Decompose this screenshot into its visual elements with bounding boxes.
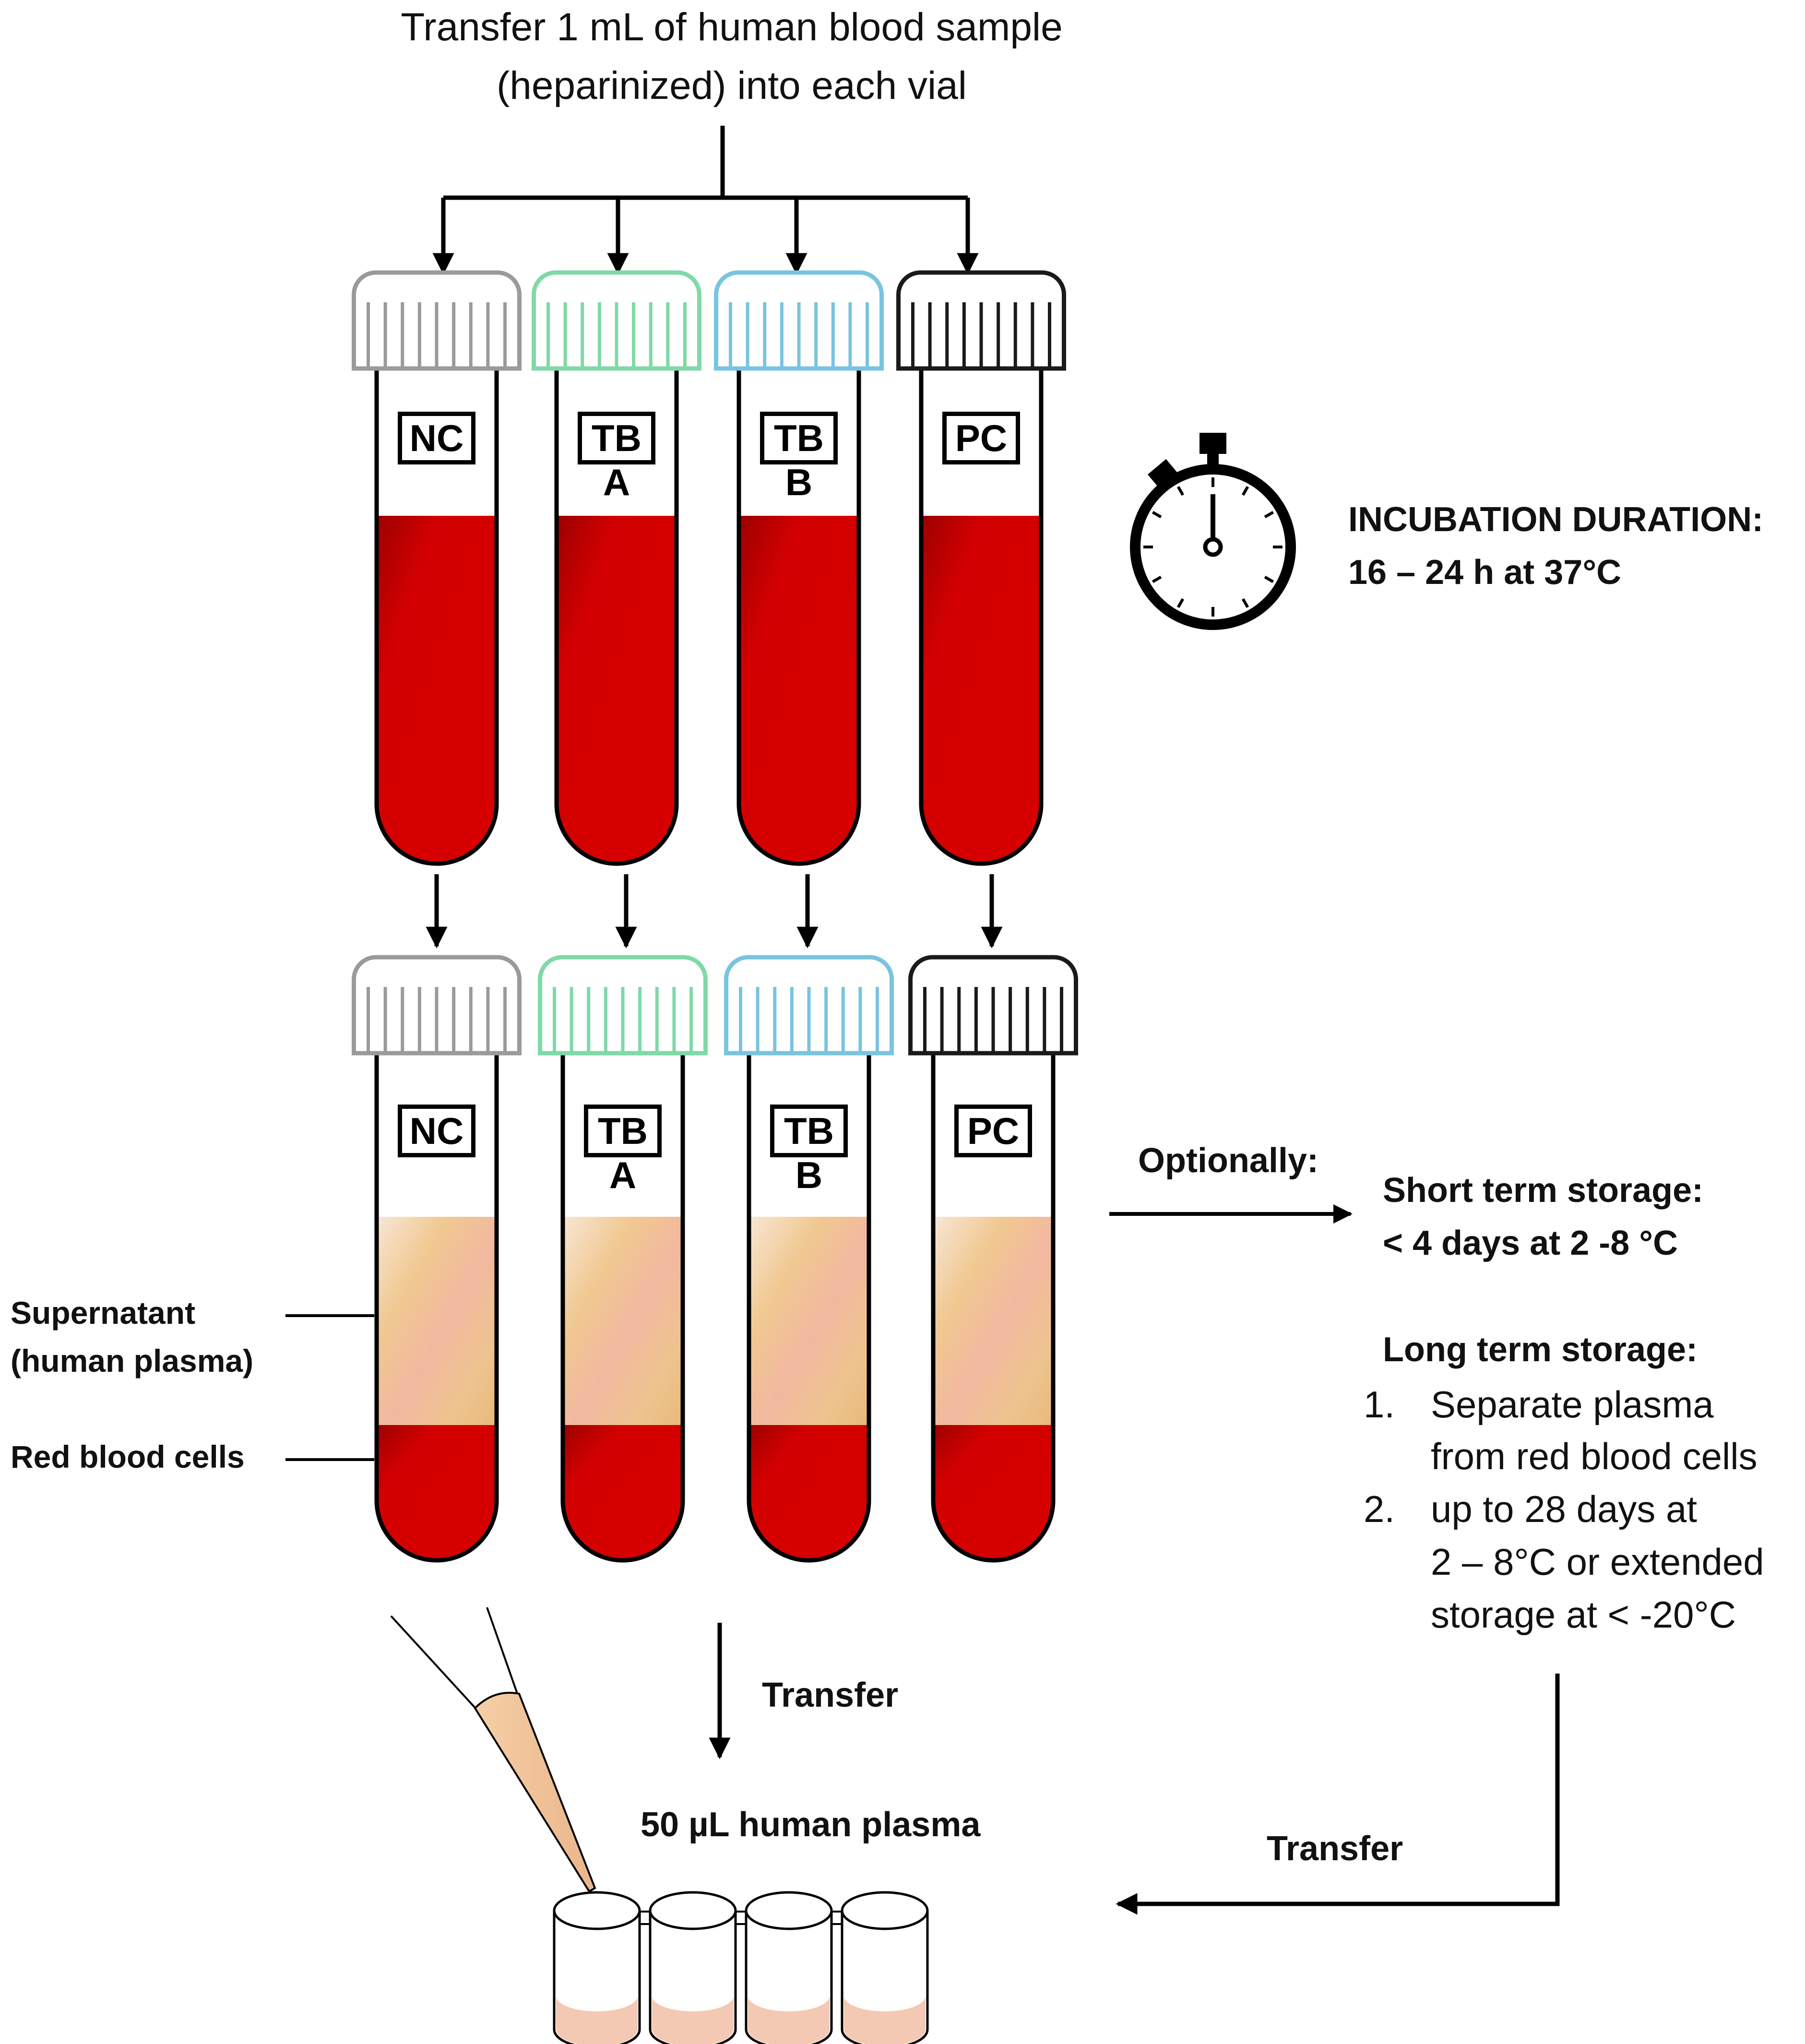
long-term-step-2-line-2: 2 – 8°C or extended	[1431, 1541, 1764, 1583]
tube-row2-label-nc: NC	[398, 1105, 475, 1157]
whole-blood-fill	[739, 516, 859, 864]
supernatant-label-line-2: (human plasma)	[11, 1343, 254, 1379]
tube-row-separated	[352, 955, 1078, 1563]
blood-tube	[532, 270, 701, 866]
separated-tube	[538, 955, 708, 1563]
tube-row-incubation	[352, 270, 1066, 866]
rbc-layer	[377, 1425, 497, 1560]
transfer-back-arrow	[1116, 1674, 1560, 1915]
stopwatch-icon	[1130, 433, 1296, 630]
separated-tube	[724, 955, 894, 1563]
well	[841, 1891, 929, 2044]
optional-label: Optionally:	[1138, 1141, 1318, 1180]
tube-row1-label-tb-a: TB A	[578, 412, 655, 503]
incubation-arrows	[426, 874, 1003, 949]
transfer-center-label: Transfer	[762, 1676, 899, 1714]
well-plasma-fill	[748, 1996, 830, 2044]
tube-cap	[896, 270, 1066, 371]
tube-row2-label-pc: PC	[954, 1105, 1032, 1157]
tube-cap	[352, 270, 522, 371]
rbc-layer	[749, 1425, 869, 1560]
well-plasma-fill	[652, 1996, 734, 2044]
short-term-title: Short term storage:	[1383, 1171, 1704, 1210]
tube-cap	[714, 270, 884, 371]
tube-row2-label-tb-a: TB A	[584, 1105, 662, 1196]
tube-cap	[538, 955, 708, 1056]
long-term-step-1-line-2: from red blood cells	[1431, 1435, 1758, 1477]
tube-cap	[352, 955, 522, 1056]
long-term-step-2-line-3: storage at < -20°C	[1431, 1593, 1736, 1636]
whole-blood-fill	[921, 516, 1041, 864]
header-line-2: (heparinized) into each vial	[497, 64, 967, 107]
well	[553, 1891, 641, 2044]
whole-blood-fill	[377, 516, 497, 864]
blood-tube	[896, 270, 1066, 866]
incubation-title: INCUBATION DURATION:	[1348, 500, 1764, 539]
plasma-layer	[933, 1217, 1053, 1425]
separated-tube	[908, 955, 1078, 1563]
plasma-layer	[377, 1217, 497, 1425]
incubation-detail: 16 – 24 h at 37°C	[1348, 553, 1622, 592]
supernatant-label-line-1: Supernatant	[11, 1295, 196, 1331]
well-plasma-fill	[556, 1996, 638, 2044]
long-term-title: Long term storage:	[1383, 1331, 1698, 1369]
plasma-volume-label: 50 µL human plasma	[641, 1806, 981, 1844]
plasma-layer	[749, 1217, 869, 1425]
transfer-right-label: Transfer	[1267, 1830, 1403, 1868]
long-term-step-2-num: 2.	[1364, 1488, 1395, 1530]
long-term-step-2-line-1: up to 28 days at	[1431, 1488, 1698, 1530]
rbc-layer	[563, 1425, 683, 1560]
well	[649, 1891, 737, 2044]
tube-cap	[724, 955, 894, 1056]
pipette-icon	[390, 1607, 596, 1893]
well-plasma-fill	[844, 1996, 926, 2044]
separated-tube	[352, 955, 522, 1563]
tube-row1-label-nc: NC	[398, 412, 475, 464]
long-term-step-1-line-1: Separate plasma	[1431, 1383, 1714, 1426]
plasma-layer	[563, 1217, 683, 1425]
blood-tube	[714, 270, 884, 866]
blood-tube	[352, 270, 522, 866]
rbc-layer	[933, 1425, 1053, 1560]
tube-row2-label-tb-b: TB B	[770, 1105, 848, 1196]
header-line-1: Transfer 1 mL of human blood sample	[401, 5, 1063, 49]
distribution-arrows	[432, 126, 979, 275]
tube-row1-label-tb-b: TB B	[760, 412, 838, 503]
whole-blood-fill	[557, 516, 677, 864]
long-term-step-1-num: 1.	[1364, 1383, 1395, 1426]
short-term-detail: < 4 days at 2 -8 °C	[1383, 1224, 1678, 1262]
tube-cap	[908, 955, 1078, 1056]
tube-cap	[532, 270, 701, 371]
microplate-strip-icon	[553, 1891, 929, 2044]
rbc-label: Red blood cells	[11, 1439, 245, 1474]
tube-row1-label-pc: PC	[942, 412, 1020, 464]
well	[745, 1891, 833, 2044]
